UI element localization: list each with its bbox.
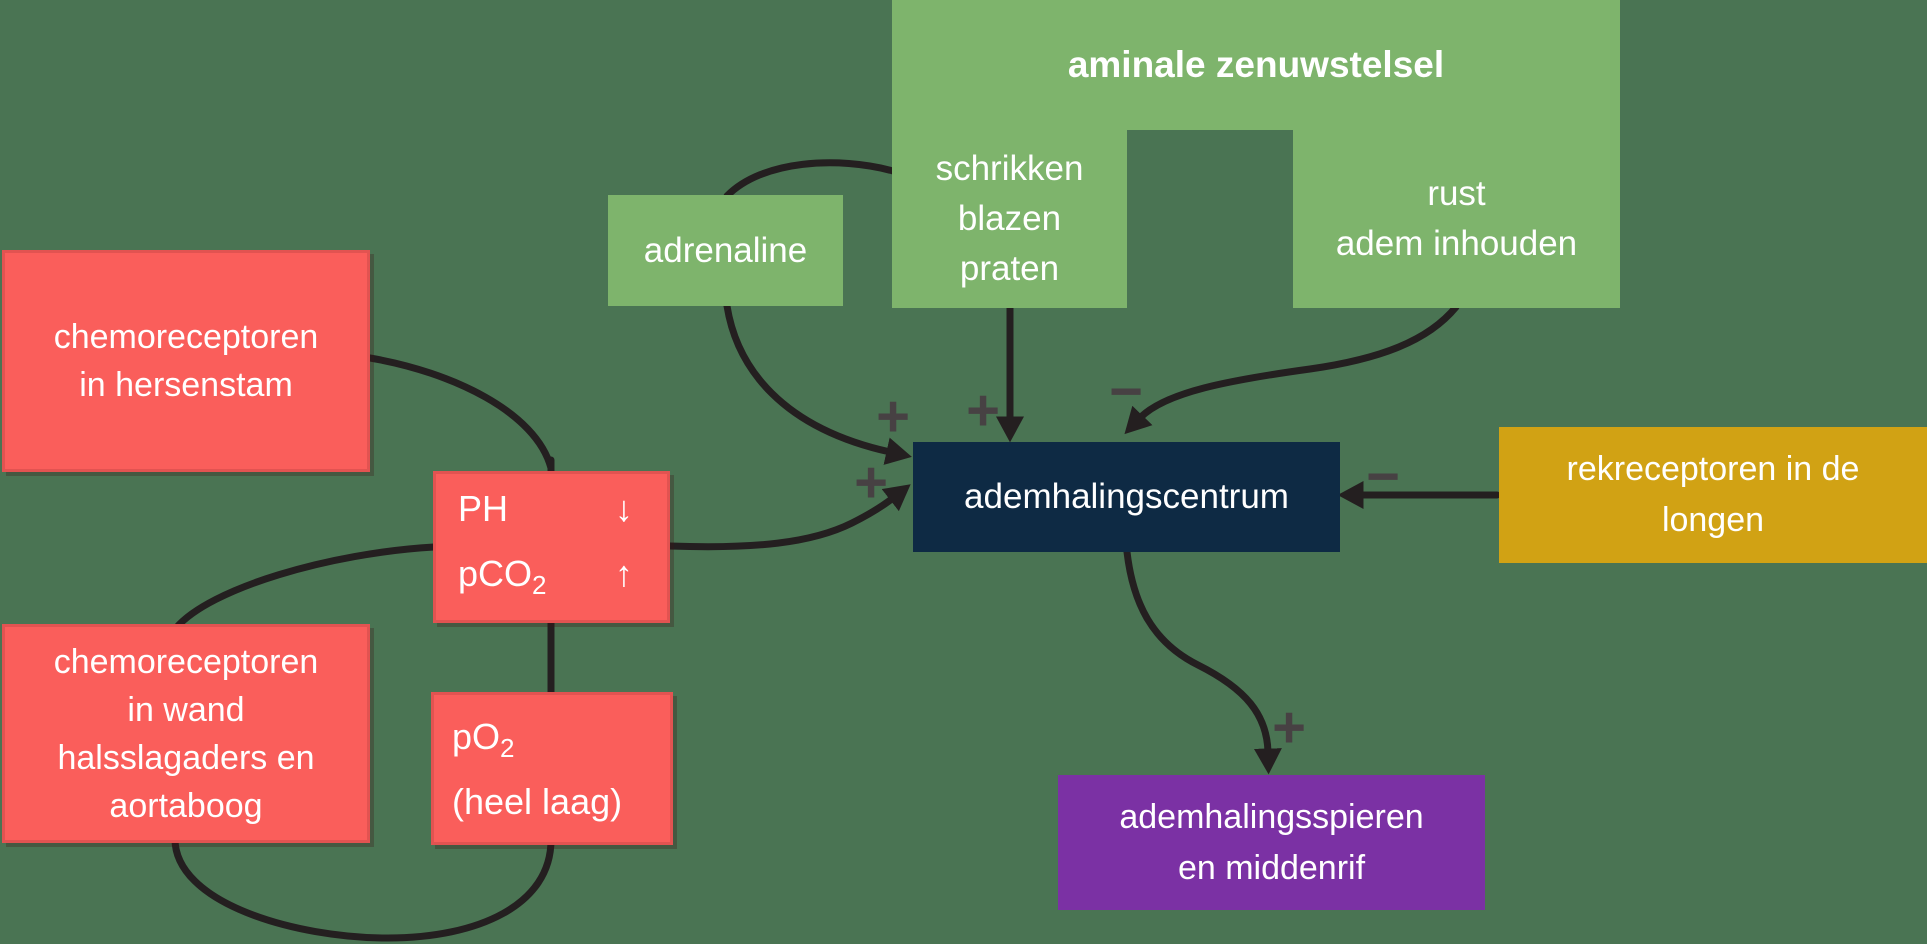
brainstem-line: in hersenstam: [79, 366, 293, 404]
edge-adrenaline-to-center: [723, 302, 912, 465]
edge-ph-to-center: [666, 484, 911, 551]
pco2-sub: 2: [532, 570, 547, 600]
brainstem-line: chemoreceptoren: [53, 318, 319, 356]
wall-line: aortaboog: [109, 786, 263, 825]
plus-sign-startle: +: [966, 378, 1000, 443]
node-stretch-receptors: rekreceptoren in de longen: [1499, 427, 1927, 563]
po2-row: pO2: [434, 710, 670, 775]
plus-sign-adrenaline: +: [876, 384, 910, 449]
ph-row: PH ↓: [436, 482, 667, 547]
muscles-line: en middenrif: [1177, 848, 1366, 887]
excite-line: schrikken: [935, 149, 1084, 188]
minus-sign-rest: −: [1109, 359, 1143, 424]
node-po2: pO2 (heel laag): [431, 692, 673, 845]
node-breathing-muscles: ademhalingsspieren en middenrif: [1058, 775, 1485, 910]
pco2-label: pCO: [458, 553, 533, 594]
po2-label: pO: [452, 715, 501, 757]
node-breathing-center: ademhalingscentrum: [913, 442, 1340, 552]
adrenaline-label: adrenaline: [643, 230, 808, 270]
node-chemoreceptors-brainstem: chemoreceptoren in hersenstam: [2, 250, 370, 472]
node-ph-pco2: PH ↓ pCO2 ↑: [433, 471, 670, 623]
stretch-line: longen: [1661, 501, 1765, 539]
autonomic-header-strip: aminale zenuwstelsel: [892, 0, 1620, 130]
edge-rest-to-center: [1124, 303, 1460, 435]
inhibit-line: rust: [1427, 174, 1486, 213]
ph-label: PH: [458, 488, 509, 529]
plus-sign-ph: +: [854, 450, 888, 515]
wall-line: chemoreceptoren: [53, 642, 319, 681]
wall-line: halsslagaders en: [57, 738, 315, 777]
inhibit-line: adem inhouden: [1335, 224, 1578, 263]
stretch-line: rekreceptoren in de: [1566, 450, 1860, 488]
excite-line: blazen: [957, 199, 1062, 238]
minus-sign-stretch: −: [1366, 444, 1400, 509]
autonomic-title: aminale zenuwstelsel: [1067, 44, 1445, 85]
pco2-up-arrow-icon: ↑: [615, 553, 633, 594]
excite-line: praten: [959, 249, 1060, 288]
edge-brainstem-to-ph: [366, 354, 555, 472]
edge-center-to-muscles: [1123, 548, 1282, 775]
edge-wall-to-ph: [172, 543, 438, 632]
edge-adrenaline-from-autonomic: [723, 159, 897, 200]
node-adrenaline: adrenaline: [608, 195, 843, 306]
autonomic-inhibit-lobe: rust adem inhouden: [1293, 130, 1620, 308]
edge-spine-and-bottom-loop: [171, 456, 555, 942]
ph-down-arrow-icon: ↓: [615, 488, 633, 529]
node-chemoreceptors-wall: chemoreceptoren in wand halsslagaders en…: [2, 624, 370, 843]
wall-line: in wand: [127, 690, 245, 729]
po2-sub: 2: [500, 732, 515, 763]
po2-note: (heel laag): [452, 780, 623, 822]
muscles-line: ademhalingsspieren: [1119, 797, 1424, 836]
autonomic-excite-lobe: schrikken blazen praten: [892, 130, 1127, 308]
breathing-center-label: ademhalingscentrum: [964, 477, 1289, 516]
pco2-row: pCO2 ↑: [436, 547, 667, 612]
plus-sign-muscles: +: [1272, 695, 1306, 760]
